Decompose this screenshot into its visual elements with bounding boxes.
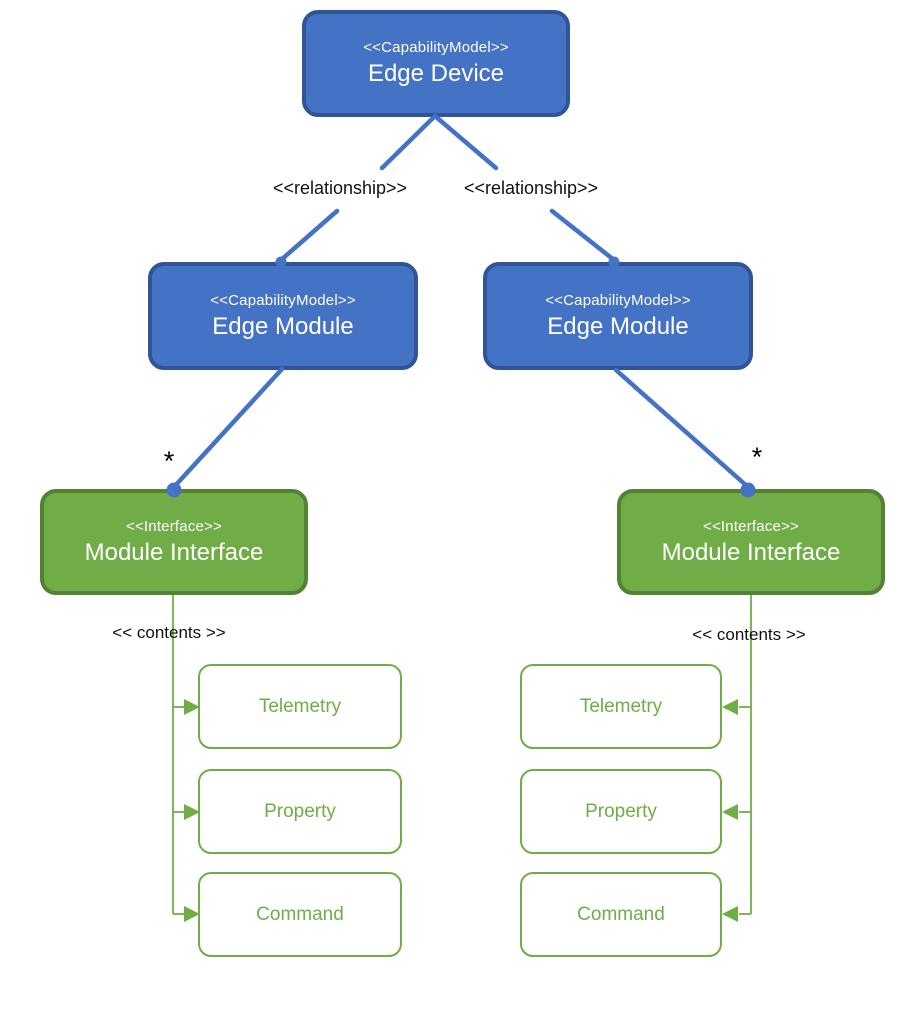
module-interface-left-stereotype: <<Interface>>	[125, 517, 222, 535]
edge-device-name: Edge Device	[367, 60, 505, 87]
multiplicity-right-label: *	[751, 442, 763, 472]
right-relationship-to-module-line	[549, 208, 617, 263]
property-right-box: Property	[520, 769, 722, 854]
left-module-to-interface-line	[171, 366, 285, 490]
edge-device-node: <<CapabilityModel>> Edge Device	[302, 10, 570, 117]
module-interface-right-node: <<Interface>> Module Interface	[617, 489, 885, 595]
module-interface-right-name: Module Interface	[661, 538, 841, 566]
edge-device-stereotype: <<CapabilityModel>>	[363, 39, 509, 56]
contents-left-label: << contents >>	[112, 623, 226, 642]
edge-device-to-left-relationship-line	[379, 113, 438, 171]
relationship-left-label: <<relationship>>	[272, 178, 408, 198]
edge-module-left-node: <<CapabilityModel>> Edge Module	[148, 262, 418, 370]
telemetry-left-box: Telemetry	[198, 664, 402, 749]
edge-module-left-stereotype: <<CapabilityModel>>	[210, 291, 356, 309]
command-left-box: Command	[198, 872, 402, 957]
contents-right-label: << contents >>	[692, 625, 806, 644]
edge-module-right-name: Edge Module	[547, 312, 689, 340]
right-command-arrowhead-icon	[722, 906, 738, 922]
edge-device-to-right-relationship-line	[432, 113, 499, 171]
module-interface-left-name: Module Interface	[84, 538, 264, 566]
module-interface-right-stereotype: <<Interface>>	[702, 517, 799, 535]
telemetry-right-box: Telemetry	[520, 664, 722, 749]
module-interface-left-node: <<Interface>> Module Interface	[40, 489, 308, 595]
edge-module-left-name: Edge Module	[212, 312, 354, 340]
command-right-box: Command	[520, 872, 722, 957]
property-left-box: Property	[198, 769, 402, 854]
left-relationship-to-module-line	[278, 208, 340, 263]
relationship-right-label: <<relationship>>	[463, 178, 599, 198]
multiplicity-left-label: *	[163, 446, 175, 476]
right-property-arrowhead-icon	[722, 804, 738, 820]
right-telemetry-arrowhead-icon	[722, 699, 738, 715]
edge-module-right-node: <<CapabilityModel>> Edge Module	[483, 262, 753, 370]
right-module-to-interface-line	[613, 367, 751, 490]
edge-module-right-stereotype: <<CapabilityModel>>	[545, 291, 691, 309]
